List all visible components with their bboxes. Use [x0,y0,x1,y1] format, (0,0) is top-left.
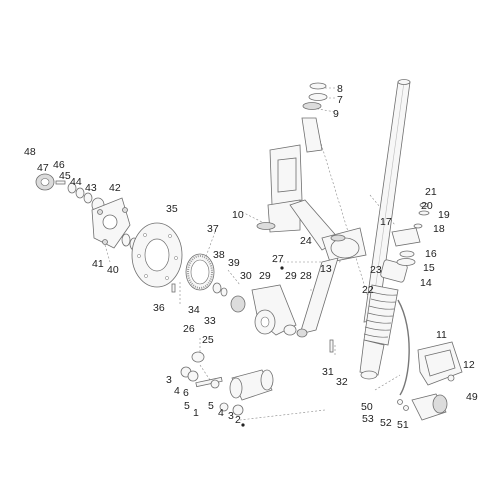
callout-39: 39 [228,257,240,269]
callout-21: 21 [425,186,437,198]
bolt-part-31 [329,339,334,353]
brake-disc [131,222,183,288]
ring-part-24 [330,234,346,242]
brake-bracket [397,299,463,396]
callout-42: 42 [109,182,121,194]
callout-37: 37 [207,223,219,235]
callout-4a: 4 [174,385,180,397]
callout-19: 19 [438,209,450,221]
callout-5b: 5 [208,400,214,412]
callout-7: 7 [337,94,343,106]
callout-26: 26 [183,323,195,335]
callout-1: 1 [193,407,199,419]
callout-27: 27 [272,253,284,265]
callout-29a: 29 [259,270,271,282]
callout-25: 25 [202,334,214,346]
callout-17: 17 [380,216,392,228]
callout-45: 45 [59,170,71,182]
callout-24: 24 [300,235,312,247]
callout-28: 28 [300,270,312,282]
callout-50: 50 [361,401,373,413]
callout-11: 11 [436,329,447,341]
callout-3b: 3 [228,410,234,422]
callout-29b: 29 [285,270,297,282]
callout-46: 46 [53,159,65,171]
ring-part-30 [230,295,246,313]
lower-axle-assembly [180,351,274,416]
callout-31: 31 [322,366,334,378]
trailing-arm [251,284,308,338]
callout-33: 33 [204,315,216,327]
shock-top-hardware [391,202,430,266]
callout-14: 14 [420,277,432,289]
callout-53: 53 [362,413,374,425]
bolt-part-36 [171,283,176,293]
shock-absorber [359,259,408,380]
marker-dot-27 [280,266,284,270]
callout-34: 34 [188,304,200,316]
callout-40: 40 [107,264,119,276]
callout-13: 13 [320,263,332,275]
abs-tone-ring [185,253,215,291]
callout-48: 48 [24,146,36,158]
callout-4b: 4 [218,407,224,419]
steering-top-rings [302,82,328,110]
callout-30: 30 [240,270,252,282]
wheel-hub [35,173,139,251]
fork-stanchion [363,79,411,323]
washer-part-10 [256,222,276,230]
callout-3a: 3 [166,374,172,386]
callout-2: 2 [235,414,241,426]
callout-20: 20 [421,200,433,212]
callout-6: 6 [183,387,189,399]
callout-8: 8 [337,83,343,95]
callout-36: 36 [153,302,165,314]
callout-18: 18 [433,223,445,235]
callout-43: 43 [85,182,97,194]
callout-5a: 5 [184,400,190,412]
callout-10: 10 [232,209,244,221]
callout-labels: 8 7 9 48 47 46 45 44 43 42 21 20 19 18 1… [24,83,478,431]
callout-12: 12 [463,359,475,371]
callout-49: 49 [466,391,478,403]
marker-dot-2 [241,423,245,427]
callout-52: 52 [380,417,392,429]
callout-51: 51 [397,419,409,431]
callout-15: 15 [423,262,435,274]
callout-44: 44 [70,176,82,188]
callout-41: 41 [92,258,104,270]
callout-23: 23 [370,264,382,276]
steering-column [267,117,367,335]
callout-22: 22 [362,284,374,296]
callout-38: 38 [213,249,225,261]
callout-9: 9 [333,108,339,120]
ring-part-38 [212,282,222,294]
callout-35: 35 [166,203,178,215]
abs-sensor [397,393,448,421]
callout-16: 16 [425,248,437,260]
ring-part-39 [220,287,228,297]
callout-47: 47 [37,162,49,174]
callout-32: 32 [336,376,348,388]
